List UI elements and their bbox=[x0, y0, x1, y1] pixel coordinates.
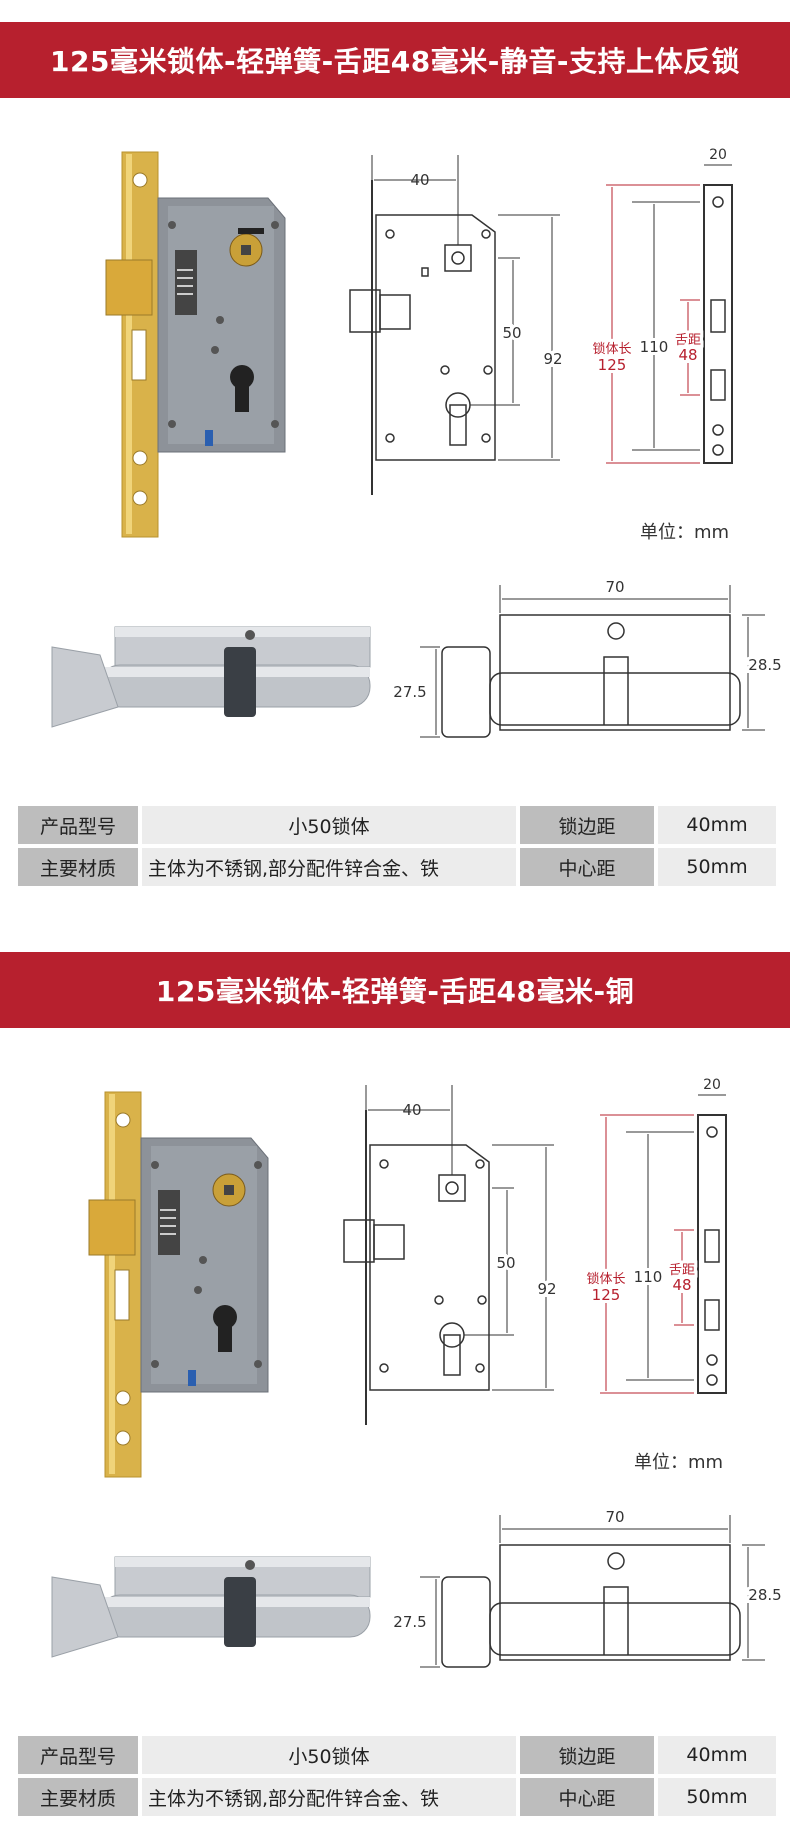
dim-center: 50 bbox=[502, 324, 521, 342]
spec-row-material: 主要材质 主体为不锈钢,部分配件锌合金、铁 中心距 50mm bbox=[18, 848, 776, 886]
cylinder-diagram bbox=[420, 585, 765, 738]
spec-value: 50mm bbox=[658, 1778, 776, 1816]
spec-value: 小50锁体 bbox=[142, 1736, 516, 1774]
dim-inner-length: 110 bbox=[634, 1268, 663, 1286]
dim-center: 50 bbox=[496, 1254, 515, 1272]
lock-body-photo bbox=[105, 151, 286, 538]
spec-label: 主要材质 bbox=[18, 1778, 138, 1816]
dim-backset: 40 bbox=[410, 171, 429, 189]
spec-table: 产品型号 小50锁体 锁边距 40mm 主要材质 主体为不锈钢,部分配件锌合金、… bbox=[18, 1736, 776, 1820]
cylinder-figure: 70 27.5 28.5 bbox=[51, 1508, 785, 1668]
spec-value: 主体为不锈钢,部分配件锌合金、铁 bbox=[142, 848, 516, 886]
dim-total-label: 锁体长 bbox=[586, 1271, 625, 1287]
cylinder-photo bbox=[51, 626, 371, 728]
spec-label: 产品型号 bbox=[18, 806, 138, 844]
dim-total-label: 锁体长 bbox=[592, 341, 631, 357]
dim-inner-length: 110 bbox=[640, 338, 669, 356]
lock-side-diagram bbox=[632, 164, 733, 464]
section-title: 125毫米锁体-轻弹簧-舌距48毫米-铜 bbox=[155, 975, 635, 1008]
dim-height: 92 bbox=[537, 1280, 556, 1298]
dim-total-length: 125 bbox=[598, 356, 627, 374]
lock-body-figure: 40 50 92 20 110 锁体长 125 舌距 48 bbox=[88, 1077, 727, 1478]
cylinder-figure: 70 27.5 28.5 bbox=[51, 578, 785, 738]
spec-row-model: 产品型号 小50锁体 锁边距 40mm bbox=[18, 806, 776, 844]
product-section-1: 125毫米锁体-轻弹簧-舌距48毫米-静音-支持上体反锁 bbox=[0, 0, 790, 900]
cylinder-photo bbox=[51, 1556, 371, 1658]
unit-label: 单位：mm bbox=[640, 522, 729, 543]
lock-side-diagram bbox=[626, 1094, 727, 1394]
dim-bolt-distance: 48 bbox=[678, 346, 697, 364]
dim-face-width: 20 bbox=[703, 1077, 721, 1093]
dim-knob-diameter: 27.5 bbox=[393, 1613, 426, 1631]
dim-total-length: 125 bbox=[592, 1286, 621, 1304]
spec-value: 50mm bbox=[658, 848, 776, 886]
spec-label: 主要材质 bbox=[18, 848, 138, 886]
spec-label: 产品型号 bbox=[18, 1736, 138, 1774]
spec-label: 锁边距 bbox=[520, 806, 654, 844]
dim-backset: 40 bbox=[402, 1101, 421, 1119]
dim-knob-diameter: 27.5 bbox=[393, 683, 426, 701]
spec-value: 40mm bbox=[658, 1736, 776, 1774]
lock-body-photo bbox=[88, 1091, 269, 1478]
dim-height: 92 bbox=[543, 350, 562, 368]
dim-bolt-label: 舌距 bbox=[675, 333, 701, 348]
cylinder-diagram bbox=[420, 1515, 765, 1668]
dim-face-width: 20 bbox=[709, 147, 727, 163]
dim-bolt-distance: 48 bbox=[672, 1276, 691, 1294]
section-title-banner: 125毫米锁体-轻弹簧-舌距48毫米-铜 bbox=[0, 952, 790, 1028]
spec-label: 锁边距 bbox=[520, 1736, 654, 1774]
dim-cylinder-length: 70 bbox=[605, 1508, 624, 1526]
dim-bolt-label: 舌距 bbox=[669, 1263, 695, 1278]
spec-value: 小50锁体 bbox=[142, 806, 516, 844]
product-section-2: 125毫米锁体-轻弹簧-舌距48毫米-铜 bbox=[0, 930, 790, 1847]
section-title-banner: 125毫米锁体-轻弹簧-舌距48毫米-静音-支持上体反锁 bbox=[0, 22, 790, 98]
spec-row-material: 主要材质 主体为不锈钢,部分配件锌合金、铁 中心距 50mm bbox=[18, 1778, 776, 1816]
spec-value: 主体为不锈钢,部分配件锌合金、铁 bbox=[142, 1778, 516, 1816]
lock-front-diagram bbox=[343, 1085, 554, 1425]
dim-body-height: 28.5 bbox=[748, 1586, 781, 1604]
spec-value: 40mm bbox=[658, 806, 776, 844]
dim-cylinder-length: 70 bbox=[605, 578, 624, 596]
spec-table: 产品型号 小50锁体 锁边距 40mm 主要材质 主体为不锈钢,部分配件锌合金、… bbox=[18, 806, 776, 890]
spec-label: 中心距 bbox=[520, 848, 654, 886]
section-title: 125毫米锁体-轻弹簧-舌距48毫米-静音-支持上体反锁 bbox=[50, 45, 740, 78]
spec-label: 中心距 bbox=[520, 1778, 654, 1816]
lock-front-diagram bbox=[349, 155, 560, 495]
dim-body-height: 28.5 bbox=[748, 656, 781, 674]
spec-row-model: 产品型号 小50锁体 锁边距 40mm bbox=[18, 1736, 776, 1774]
lock-body-figure: 40 50 92 20 110 锁体长 125 舌距 48 bbox=[105, 147, 733, 543]
unit-label: 单位：mm bbox=[634, 1452, 723, 1473]
